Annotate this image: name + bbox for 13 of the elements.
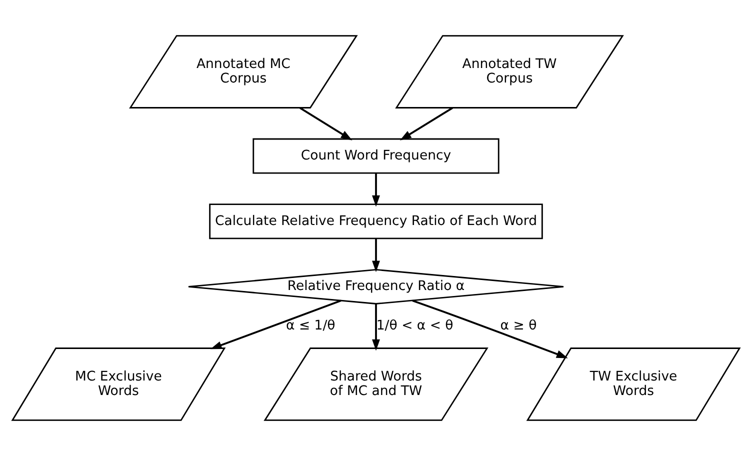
arrow <box>300 106 352 140</box>
arrow <box>210 299 342 349</box>
node-box: Count Word Frequency <box>252 138 500 174</box>
edge-label: α ≤ 1/θ <box>286 318 336 334</box>
arrow <box>372 172 380 206</box>
edge-label: 1/θ < α < θ <box>376 318 454 334</box>
arrow <box>412 299 568 358</box>
node-diamond: Relative Frequency Ratio α <box>188 268 564 304</box>
arrow <box>372 238 380 272</box>
node-box: Calculate Relative Frequency Ratio of Each Word <box>209 203 543 239</box>
arrow <box>400 106 453 140</box>
edge-label: α ≥ θ <box>500 318 537 334</box>
arrow <box>372 303 380 350</box>
